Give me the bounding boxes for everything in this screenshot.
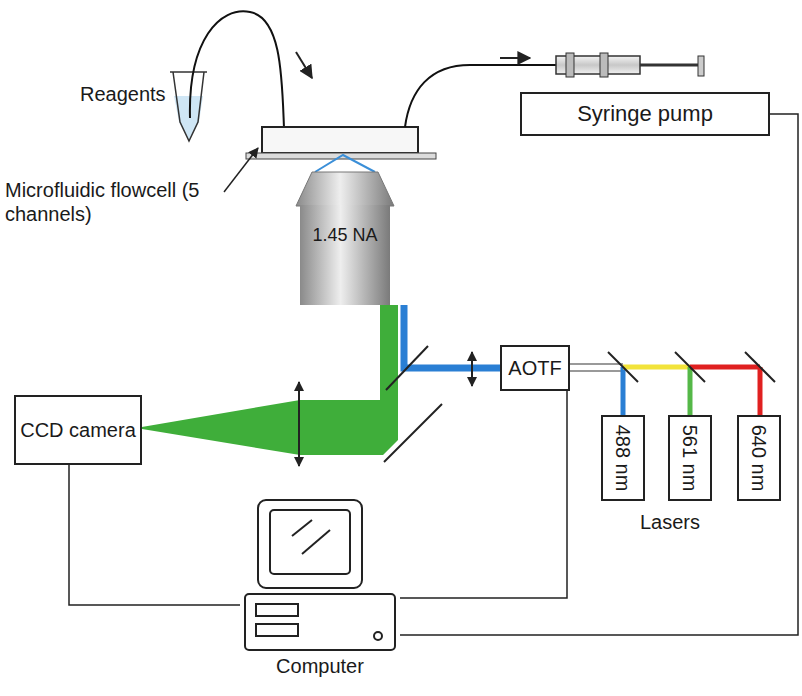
aotf-box: AOTF	[500, 345, 570, 391]
lens	[471, 352, 473, 386]
leader-arrow	[224, 148, 258, 192]
dichroic-mirror	[386, 346, 428, 390]
objective-lens	[296, 172, 394, 206]
box-label: 1.45 NA	[300, 225, 390, 247]
computer-drawing	[240, 496, 400, 654]
excitation-beam	[404, 305, 500, 368]
camera-box: CCD camera	[14, 395, 142, 465]
box-label: Computer	[240, 654, 400, 678]
laser-beams	[570, 352, 775, 415]
signal-wire	[69, 465, 240, 605]
flowcell	[262, 127, 418, 153]
syringe	[556, 53, 704, 77]
emission-beam	[136, 400, 300, 455]
box-label: AOTF	[508, 356, 561, 380]
laser-box: 561 nm	[668, 415, 712, 501]
reagent-tube	[170, 72, 207, 141]
pump-box: Syringe pump	[520, 92, 770, 136]
laser-box: 488 nm	[601, 415, 645, 501]
laser-wavelength: 640 nm	[747, 425, 771, 492]
laser-wavelength: 561 nm	[678, 425, 702, 492]
signal-wire	[400, 114, 798, 635]
box-label: CCD camera	[20, 418, 136, 442]
box-label: Syringe pump	[577, 101, 713, 127]
reagents-label: Reagents	[80, 82, 190, 106]
lens	[298, 382, 300, 466]
inlet-tubing	[190, 11, 284, 128]
excitation-cone	[315, 155, 375, 172]
laser-box: 640 nm	[737, 415, 781, 501]
emission-beam	[300, 305, 398, 455]
flowcell-label: Microfluidic flowcell (5 channels)	[5, 178, 221, 226]
mirror	[384, 404, 442, 462]
signal-wire	[400, 391, 567, 598]
flow-arrow	[500, 57, 530, 59]
laser-wavelength: 488 nm	[611, 425, 635, 492]
objective-body: 1.45 NA	[300, 205, 390, 305]
flow-arrow	[296, 52, 312, 78]
computer-icon: Computer	[240, 496, 400, 690]
lasers-label: Lasers	[625, 510, 715, 534]
